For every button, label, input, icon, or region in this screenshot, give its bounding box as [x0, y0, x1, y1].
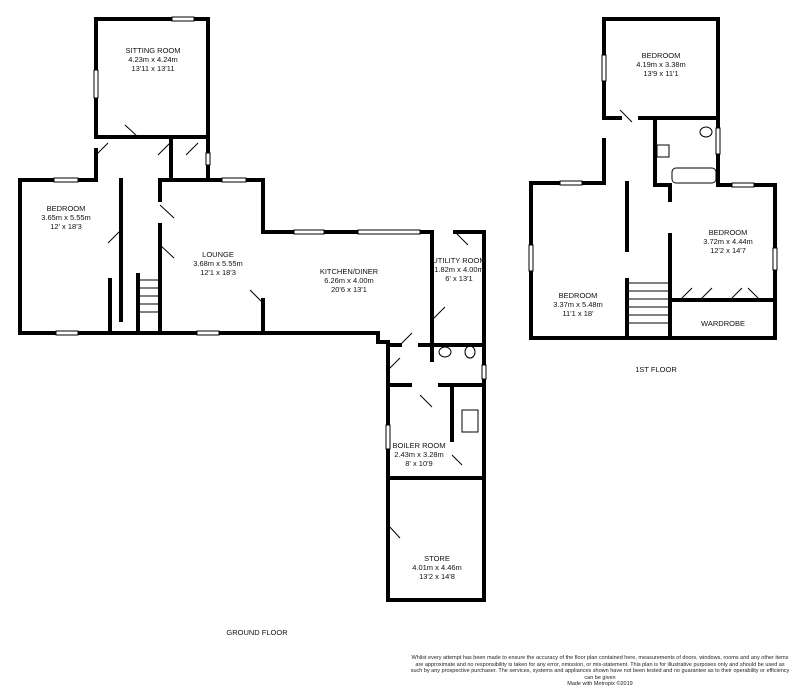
- credit: Made with Metropix ©2019: [567, 681, 633, 688]
- ground-floor-walls: [18, 17, 486, 602]
- ground-floor-windows: [53, 16, 487, 450]
- room-label-wardrobe: WARDROBE: [701, 319, 745, 328]
- ground-floor-label: GROUND FLOOR: [226, 628, 288, 637]
- first-floor-windows: [528, 54, 778, 272]
- first-floor-label: 1ST FLOOR: [635, 365, 677, 374]
- first-floor-fixtures: [619, 109, 761, 324]
- ground-floor-doors-stairs: [95, 124, 479, 539]
- disclaimer: Whilst every attempt has been made to en…: [410, 655, 790, 688]
